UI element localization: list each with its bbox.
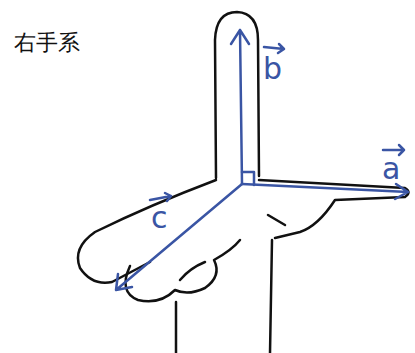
hand-outline xyxy=(126,240,241,301)
vector-a xyxy=(242,184,408,199)
vector-b xyxy=(231,30,249,184)
hand-outline xyxy=(78,180,216,283)
finger-crease xyxy=(180,262,205,280)
vector-c xyxy=(116,184,242,290)
diagram-title: 右手系 xyxy=(14,32,80,54)
vector-label: b xyxy=(263,54,282,84)
right-angle-mark xyxy=(242,172,254,185)
vector-label: a xyxy=(382,154,400,184)
over-arrow xyxy=(264,44,284,53)
wrist-line xyxy=(175,302,178,353)
vector-label: c xyxy=(151,203,168,233)
over-arrow xyxy=(150,193,171,201)
wrist-line xyxy=(270,240,272,353)
finger-crease xyxy=(268,215,285,225)
